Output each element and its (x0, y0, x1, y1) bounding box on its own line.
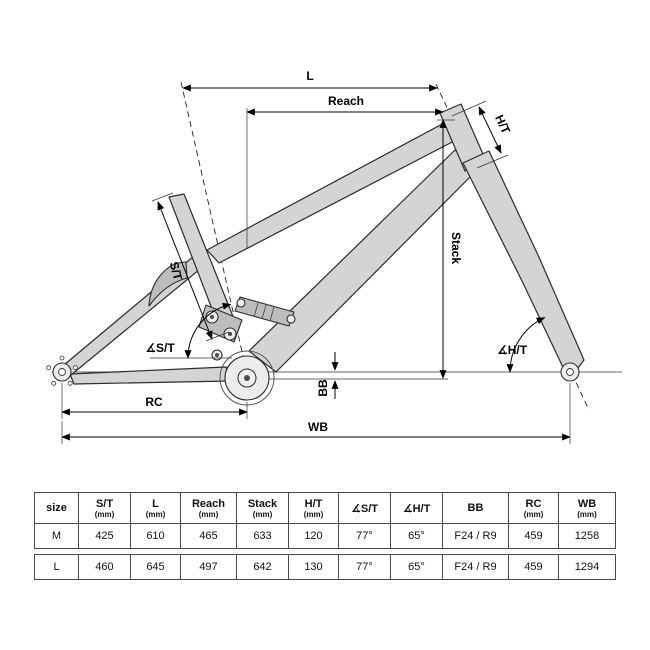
table-header-row: size S/T(mm) L(mm) Reach(mm) Stack(mm) H… (34, 492, 616, 524)
pivot-dot (215, 353, 219, 357)
rear-axle-center (58, 368, 66, 376)
header-label: size (46, 502, 67, 514)
size-cell: L (35, 555, 79, 579)
header-label: H/T (304, 497, 323, 510)
value-cell-st: 425 (79, 524, 131, 548)
value-cell-ht-angle: 65° (391, 524, 443, 548)
dim-line-ht (478, 106, 502, 154)
table-row-size-l: L 460 645 497 642 130 77° 65° F24 / R9 4… (34, 554, 616, 580)
dim-label-bb: BB (316, 379, 330, 397)
rotor-bolt (59, 355, 65, 361)
header-cell-ht: H/T(mm) (289, 493, 339, 523)
value-cell-l: 645 (131, 555, 181, 579)
bike-frame (46, 103, 585, 406)
shock-eyelet (236, 298, 246, 308)
rotor-bolt (67, 380, 73, 386)
header-cell-wb: WB(mm) (559, 493, 615, 523)
value-cell-ht-angle: 65° (391, 555, 443, 579)
value-cell-ht: 120 (289, 524, 339, 548)
dimensions: L Reach Stack H/T S/T ∡S/T (61, 69, 571, 444)
header-unit: (mm) (94, 509, 115, 519)
ht-extension-line (451, 100, 487, 117)
shock-coil (269, 306, 275, 322)
rotor-bolt (46, 365, 52, 371)
value-cell-stack: 642 (237, 555, 289, 579)
front-axle-center (566, 368, 574, 376)
header-unit: (mm) (303, 509, 324, 519)
header-label: RC (525, 497, 542, 510)
header-label: WB (577, 497, 597, 510)
size-cell: M (35, 524, 79, 548)
pivot-dot (210, 315, 214, 319)
value-cell-reach: 497 (181, 555, 237, 579)
ht-angle-arc (506, 317, 546, 373)
header-cell-stack: Stack(mm) (237, 493, 289, 523)
value-cell-wb: 1258 (574, 530, 600, 542)
header-cell-ht-angle: ∡H/T (391, 493, 443, 523)
header-cell-st: S/T(mm) (79, 493, 131, 523)
dim-label-reach: Reach (328, 94, 364, 108)
dim-label-ht-angle: ∡H/T (497, 343, 528, 357)
dim-label-wb: WB (308, 420, 328, 434)
value-cell-reach: 465 (181, 524, 237, 548)
st-angle-arc (184, 302, 232, 359)
header-cell-size: size (35, 493, 79, 523)
dim-label-st: S/T (167, 260, 186, 282)
header-label: Reach (191, 497, 226, 510)
dim-label-ht: H/T (492, 113, 513, 137)
header-cell-bb: BB (443, 493, 509, 523)
value-cell-bb: F24 / R9 (443, 555, 509, 579)
dim-label-rc: RC (145, 395, 163, 409)
header-cell-st-angle: ∡S/T (339, 493, 391, 523)
header-label: L (152, 497, 159, 510)
shock-eyelet (286, 314, 296, 324)
header-label: Stack (247, 497, 278, 510)
value-cell-st-angle: 77° (339, 524, 391, 548)
shock-coil (253, 302, 259, 318)
value-cell-bb: F24 / R9 (443, 524, 509, 548)
header-unit: (mm) (198, 509, 219, 519)
header-label: ∡H/T (402, 502, 431, 515)
geometry-diagram: L Reach Stack H/T S/T ∡S/T (46, 69, 622, 444)
header-unit: (mm) (252, 509, 273, 519)
chainstay (69, 366, 231, 385)
value-cell-st: 460 (79, 555, 131, 579)
table-row-size-m: M 425 610 465 633 120 77° 65° F24 / R9 4… (34, 524, 616, 549)
dim-label-stack: Stack (449, 232, 463, 264)
header-cell-l: L(mm) (131, 493, 181, 523)
header-label: BB (467, 502, 484, 514)
header-label: ∡S/T (351, 502, 378, 515)
value-cell-l: 610 (131, 524, 181, 548)
bb-dot (244, 375, 250, 381)
header-unit: (mm) (577, 509, 597, 519)
rotor-bolt (51, 380, 57, 386)
value-cell-ht: 130 (289, 555, 339, 579)
header-cell-reach: Reach(mm) (181, 493, 237, 523)
dim-label-L: L (306, 69, 313, 83)
rotor-bolt (72, 365, 78, 371)
value-cell-st-angle: 77° (339, 555, 391, 579)
header-cell-rc: RC(mm) (509, 493, 559, 523)
value-cell-rc: 459 (509, 524, 559, 548)
header-unit: (mm) (523, 509, 544, 519)
geometry-table: size S/T(mm) L(mm) Reach(mm) Stack(mm) H… (34, 492, 616, 580)
value-cell-rc: 459 (509, 555, 559, 579)
pivot-dot (228, 332, 232, 336)
header-unit: (mm) (145, 509, 166, 519)
st-extension-line (151, 192, 174, 202)
dim-label-st-angle: ∡S/T (145, 341, 175, 355)
header-label: S/T (95, 497, 114, 510)
value-cell-stack: 633 (237, 524, 289, 548)
shock-coil (261, 304, 267, 320)
ht-extension-line (476, 154, 509, 169)
value-cell-wb: 1294 (574, 561, 600, 573)
